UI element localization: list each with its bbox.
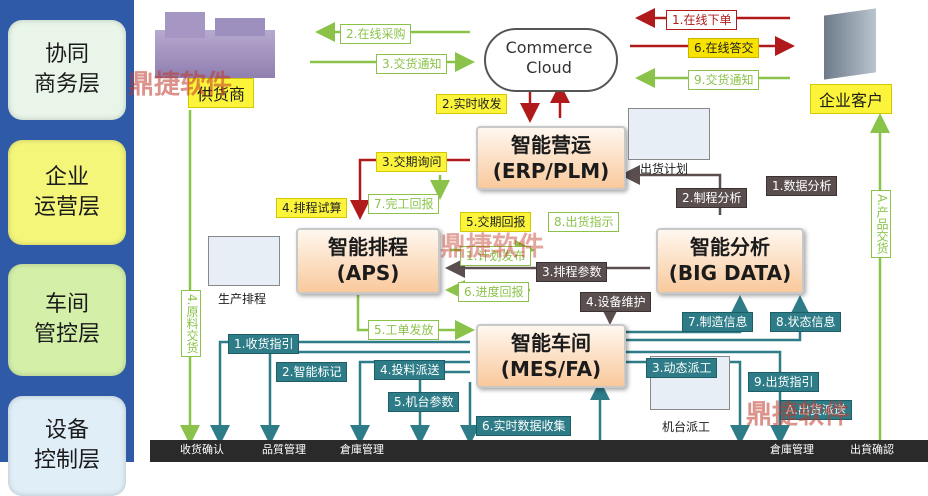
flow-delivery-notice-supplier: 3.交货通知 xyxy=(376,54,448,74)
flow-equipment-maintenance: 4.设备维护 xyxy=(580,292,652,312)
mes-module[interactable]: 智能车间 (MES/FA) xyxy=(476,324,626,388)
flow-feeding-dispatch: 4.投料派送 xyxy=(374,360,446,380)
flow-machine-params: 5.机台参数 xyxy=(388,392,460,412)
flow-dynamic-dispatch: 3.动态派工 xyxy=(646,358,718,378)
big-data-subtitle: (BIG DATA) xyxy=(668,261,792,285)
flow-receiving-guide: 1.收货指引 xyxy=(228,334,300,354)
flow-product-delivery: A.产品交货 xyxy=(871,190,891,258)
watermark-logo-center: 鼎捷软件 xyxy=(440,232,545,262)
aps-subtitle: (APS) xyxy=(336,261,400,285)
flow-delivery-notice-customer: 9.交货通知 xyxy=(688,70,760,90)
flow-progress-report: 6.进度回报 xyxy=(458,282,530,302)
erp-subtitle: (ERP/PLM) xyxy=(492,159,610,183)
flow-manufacturing-info: 7.制造信息 xyxy=(682,312,754,332)
flow-material-delivery: 4.原料交货 xyxy=(181,290,201,358)
supplier-building-icon xyxy=(155,10,275,80)
flow-work-order-release: 5.工单发放 xyxy=(368,320,440,340)
bottom-tab-warehouse-right: 倉庫管理 xyxy=(770,443,814,456)
flow-data-analysis: 1.数据分析 xyxy=(766,176,838,196)
bottom-strip xyxy=(150,440,928,462)
flow-schedule-params: 3.排程参数 xyxy=(536,262,608,282)
watermark-logo-bottom: 鼎捷软件 xyxy=(746,400,851,430)
machine-dispatch-caption: 机台派工 xyxy=(662,420,711,434)
customer-building-icon xyxy=(816,6,888,82)
flow-completion-report: 7.完工回报 xyxy=(368,194,440,214)
production-schedule-caption: 生产排程 xyxy=(218,292,267,306)
flow-shipping-guide: 9.出货指引 xyxy=(748,372,820,392)
flow-plan-release: 1.计划发布 xyxy=(460,246,532,266)
erp-title: 智能营运 xyxy=(511,133,591,157)
aps-title: 智能排程 xyxy=(328,235,408,259)
big-data-module[interactable]: 智能分析 (BIG DATA) xyxy=(656,228,804,294)
layer-shopfloor-control: 车间 管控层 xyxy=(8,264,126,376)
flow-online-order: 1.在线下单 xyxy=(666,10,738,30)
flow-manufacturing-analysis: 2.制程分析 xyxy=(676,188,748,208)
layer-collaborative-commerce: 协同 商务层 xyxy=(8,20,126,120)
flow-status-info: 8.状态信息 xyxy=(770,312,842,332)
big-data-title: 智能分析 xyxy=(690,235,770,259)
flow-smart-marking: 2.智能标记 xyxy=(276,362,348,382)
flow-shipping-dispatch: A.出货派送 xyxy=(780,400,852,420)
bottom-tab-quality: 品質管理 xyxy=(262,443,306,456)
flow-online-delivery: 6.在线答交 xyxy=(688,38,760,58)
flow-schedule-trial: 4.排程试算 xyxy=(276,198,348,218)
customer-label: 企业客户 xyxy=(810,84,893,114)
commerce-cloud: Commerce Cloud xyxy=(484,14,618,92)
bottom-tab-warehouse: 倉庫管理 xyxy=(340,443,384,456)
layer-enterprise-operations: 企业 运营层 xyxy=(8,140,126,245)
bottom-tab-receiving: 收货确认 xyxy=(180,443,224,456)
mes-subtitle: (MES/FA) xyxy=(500,357,602,381)
flow-online-purchase: 2.在线采购 xyxy=(340,24,412,44)
flow-realtime-collection: 6.实时数据收集 xyxy=(476,416,572,436)
supplier-label: 供货商 xyxy=(188,78,255,108)
flow-delivery-inquiry: 3.交期询问 xyxy=(376,152,448,172)
flow-delivery-reply: 5.交期回报 xyxy=(460,212,532,232)
erp-module[interactable]: 智能营运 (ERP/PLM) xyxy=(476,126,626,190)
schedule-screen-icon xyxy=(208,236,280,286)
flow-realtime-receipt: 2.实时收发 xyxy=(436,94,508,114)
watermark-logo-top: 鼎捷软件 xyxy=(128,70,233,100)
ship-plan-caption: 出货计划 xyxy=(640,162,689,176)
mes-title: 智能车间 xyxy=(511,331,591,355)
bottom-tab-shipping: 出貨确認 xyxy=(850,443,894,456)
layer-column: 协同 商务层 企业 运营层 车间 管控层 设备 控制层 xyxy=(0,0,134,496)
aps-module[interactable]: 智能排程 (APS) xyxy=(296,228,440,294)
ship-plan-screen-icon xyxy=(628,108,710,160)
flow-shipping-instruction: 8.出货指示 xyxy=(548,212,620,232)
